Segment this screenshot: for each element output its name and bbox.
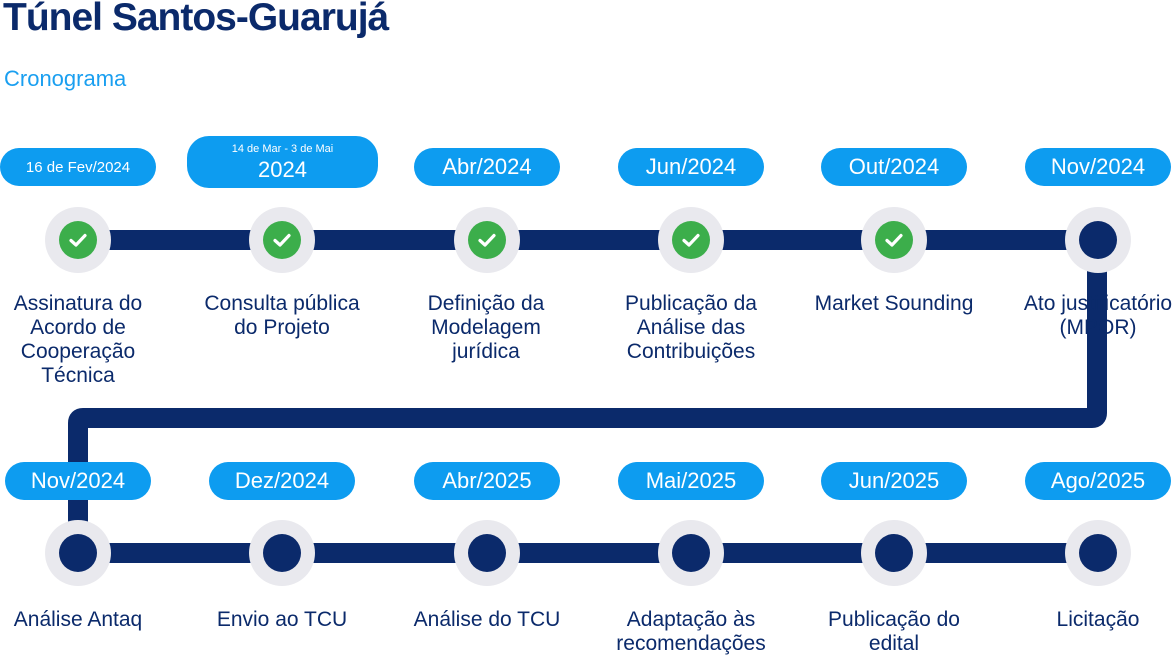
milestone-date-pill: Ago/2025 (1025, 462, 1171, 500)
milestone-date: Nov/2024 (1050, 154, 1146, 179)
milestone-date-pill: Jun/2024 (618, 148, 764, 186)
milestone-date-pill: 14 de Mar - 3 de Mai 2024 (187, 136, 378, 188)
milestone-label: Assinatura do Acordo de Cooperação Técni… (13, 292, 143, 387)
milestone-node (1065, 207, 1131, 273)
milestone-date: Abr/2025 (442, 468, 532, 493)
milestone-date: Jun/2024 (645, 154, 737, 179)
check-icon (263, 221, 301, 259)
milestone-node (861, 207, 927, 273)
milestone-date-pill: Dez/2024 (209, 462, 355, 500)
pending-dot-icon (1079, 221, 1117, 259)
milestone-date-range: 14 de Mar - 3 de Mai (231, 142, 334, 155)
page-title: Túnel Santos-Guarujá (3, 0, 389, 39)
milestone-date: Ago/2025 (1050, 468, 1146, 493)
pending-dot-icon (263, 534, 301, 572)
milestone-date: Jun/2025 (848, 468, 940, 493)
milestone-node (861, 520, 927, 586)
milestone-date: Mai/2025 (645, 468, 737, 493)
milestone-date: Out/2024 (848, 154, 940, 179)
milestone-date-pill: Nov/2024 (5, 462, 151, 500)
milestone-date: Nov/2024 (30, 468, 126, 493)
pending-dot-icon (672, 534, 710, 572)
milestone-date: Dez/2024 (234, 468, 330, 493)
page-subtitle: Cronograma (4, 66, 127, 91)
milestone-node (658, 207, 724, 273)
milestone-node (454, 207, 520, 273)
milestone-date: 16 de Fev/2024 (25, 158, 131, 176)
check-icon (59, 221, 97, 259)
check-icon (672, 221, 710, 259)
check-icon (468, 221, 506, 259)
milestone-date-pill: Out/2024 (821, 148, 967, 186)
milestone-node (658, 520, 724, 586)
milestone-label: Licitação (1056, 608, 1140, 631)
pending-dot-icon (1079, 534, 1117, 572)
milestone-label: Publicação da Análise das Contribuições (625, 292, 757, 363)
milestone-node (45, 207, 111, 273)
milestone-date-pill: Mai/2025 (618, 462, 764, 500)
milestone-node (249, 207, 315, 273)
milestone-node (454, 520, 520, 586)
milestone-label: Ato justificatório (MPOR) (1023, 292, 1173, 339)
milestone-label: Análise do TCU (413, 608, 561, 631)
milestone-node (249, 520, 315, 586)
milestone-label: Consulta pública do Projeto (204, 292, 360, 339)
milestone-node (45, 520, 111, 586)
milestone-label: Análise Antaq (13, 608, 143, 631)
milestone-date-year: 2024 (258, 156, 307, 182)
pending-dot-icon (875, 534, 913, 572)
milestone-date-pill: Nov/2024 (1025, 148, 1171, 186)
pending-dot-icon (59, 534, 97, 572)
milestone-date-pill: Jun/2025 (821, 462, 967, 500)
milestone-label: Publicação do edital (828, 608, 960, 655)
milestone-label: Market Sounding (814, 292, 974, 315)
pending-dot-icon (468, 534, 506, 572)
milestone-label: Adaptação às recomendações (616, 608, 766, 655)
check-icon (875, 221, 913, 259)
milestone-label: Definição da Modelagem jurídica (427, 292, 545, 363)
milestone-node (1065, 520, 1131, 586)
milestone-date: Abr/2024 (442, 154, 532, 179)
milestone-label: Envio ao TCU (216, 608, 348, 631)
milestone-date-pill: 16 de Fev/2024 (0, 148, 156, 186)
timeline-connector (68, 230, 1107, 563)
milestone-date-pill: Abr/2025 (414, 462, 560, 500)
milestone-date-pill: Abr/2024 (414, 148, 560, 186)
